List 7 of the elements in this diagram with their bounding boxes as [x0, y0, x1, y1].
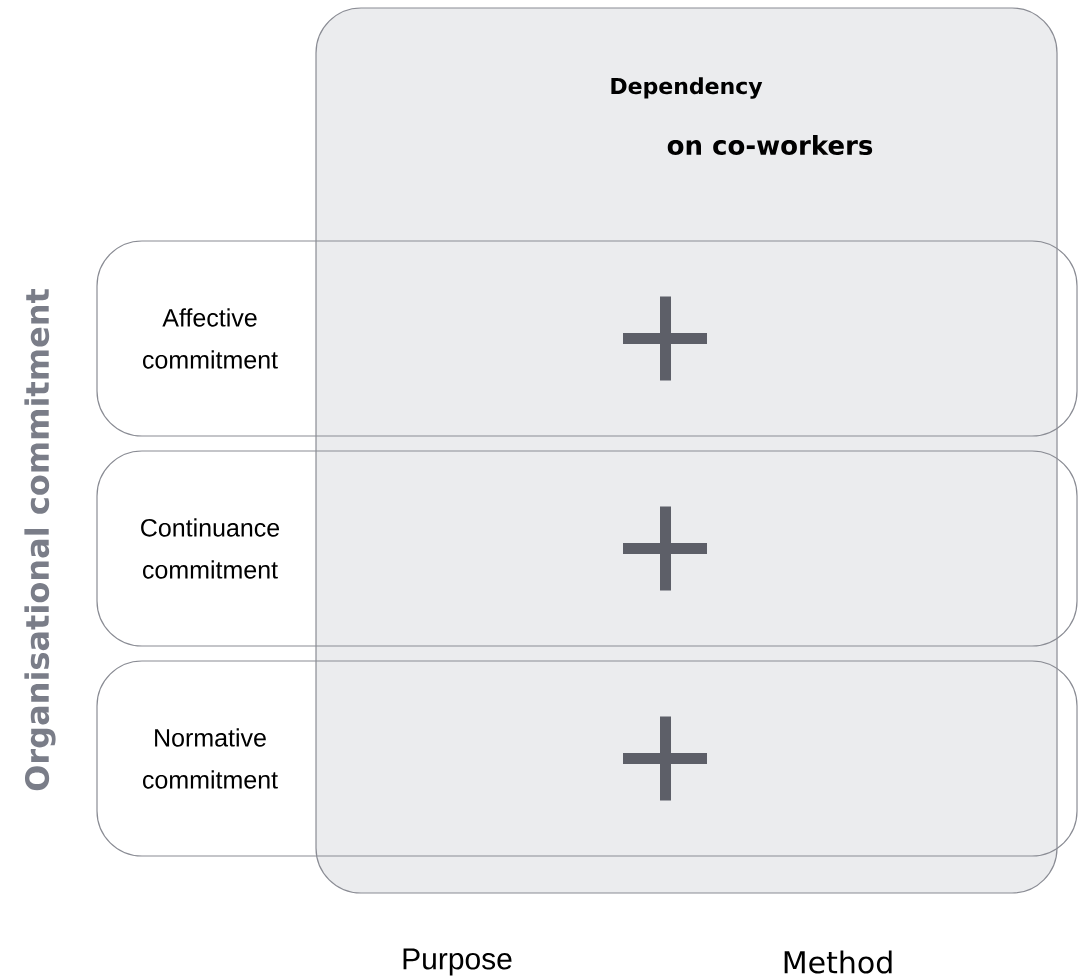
axis-label: Purpose: [403, 948, 512, 976]
column-box: Dependency on co-workers: [315, 7, 1058, 894]
side-heading: Organisational commitment: [24, 288, 56, 791]
row-box: Affective commitment: [96, 240, 1078, 437]
row-box: Normative commitment: [96, 660, 1078, 857]
axis-label: Method: [784, 950, 892, 974]
row-box: Continuance commitment: [96, 450, 1078, 647]
